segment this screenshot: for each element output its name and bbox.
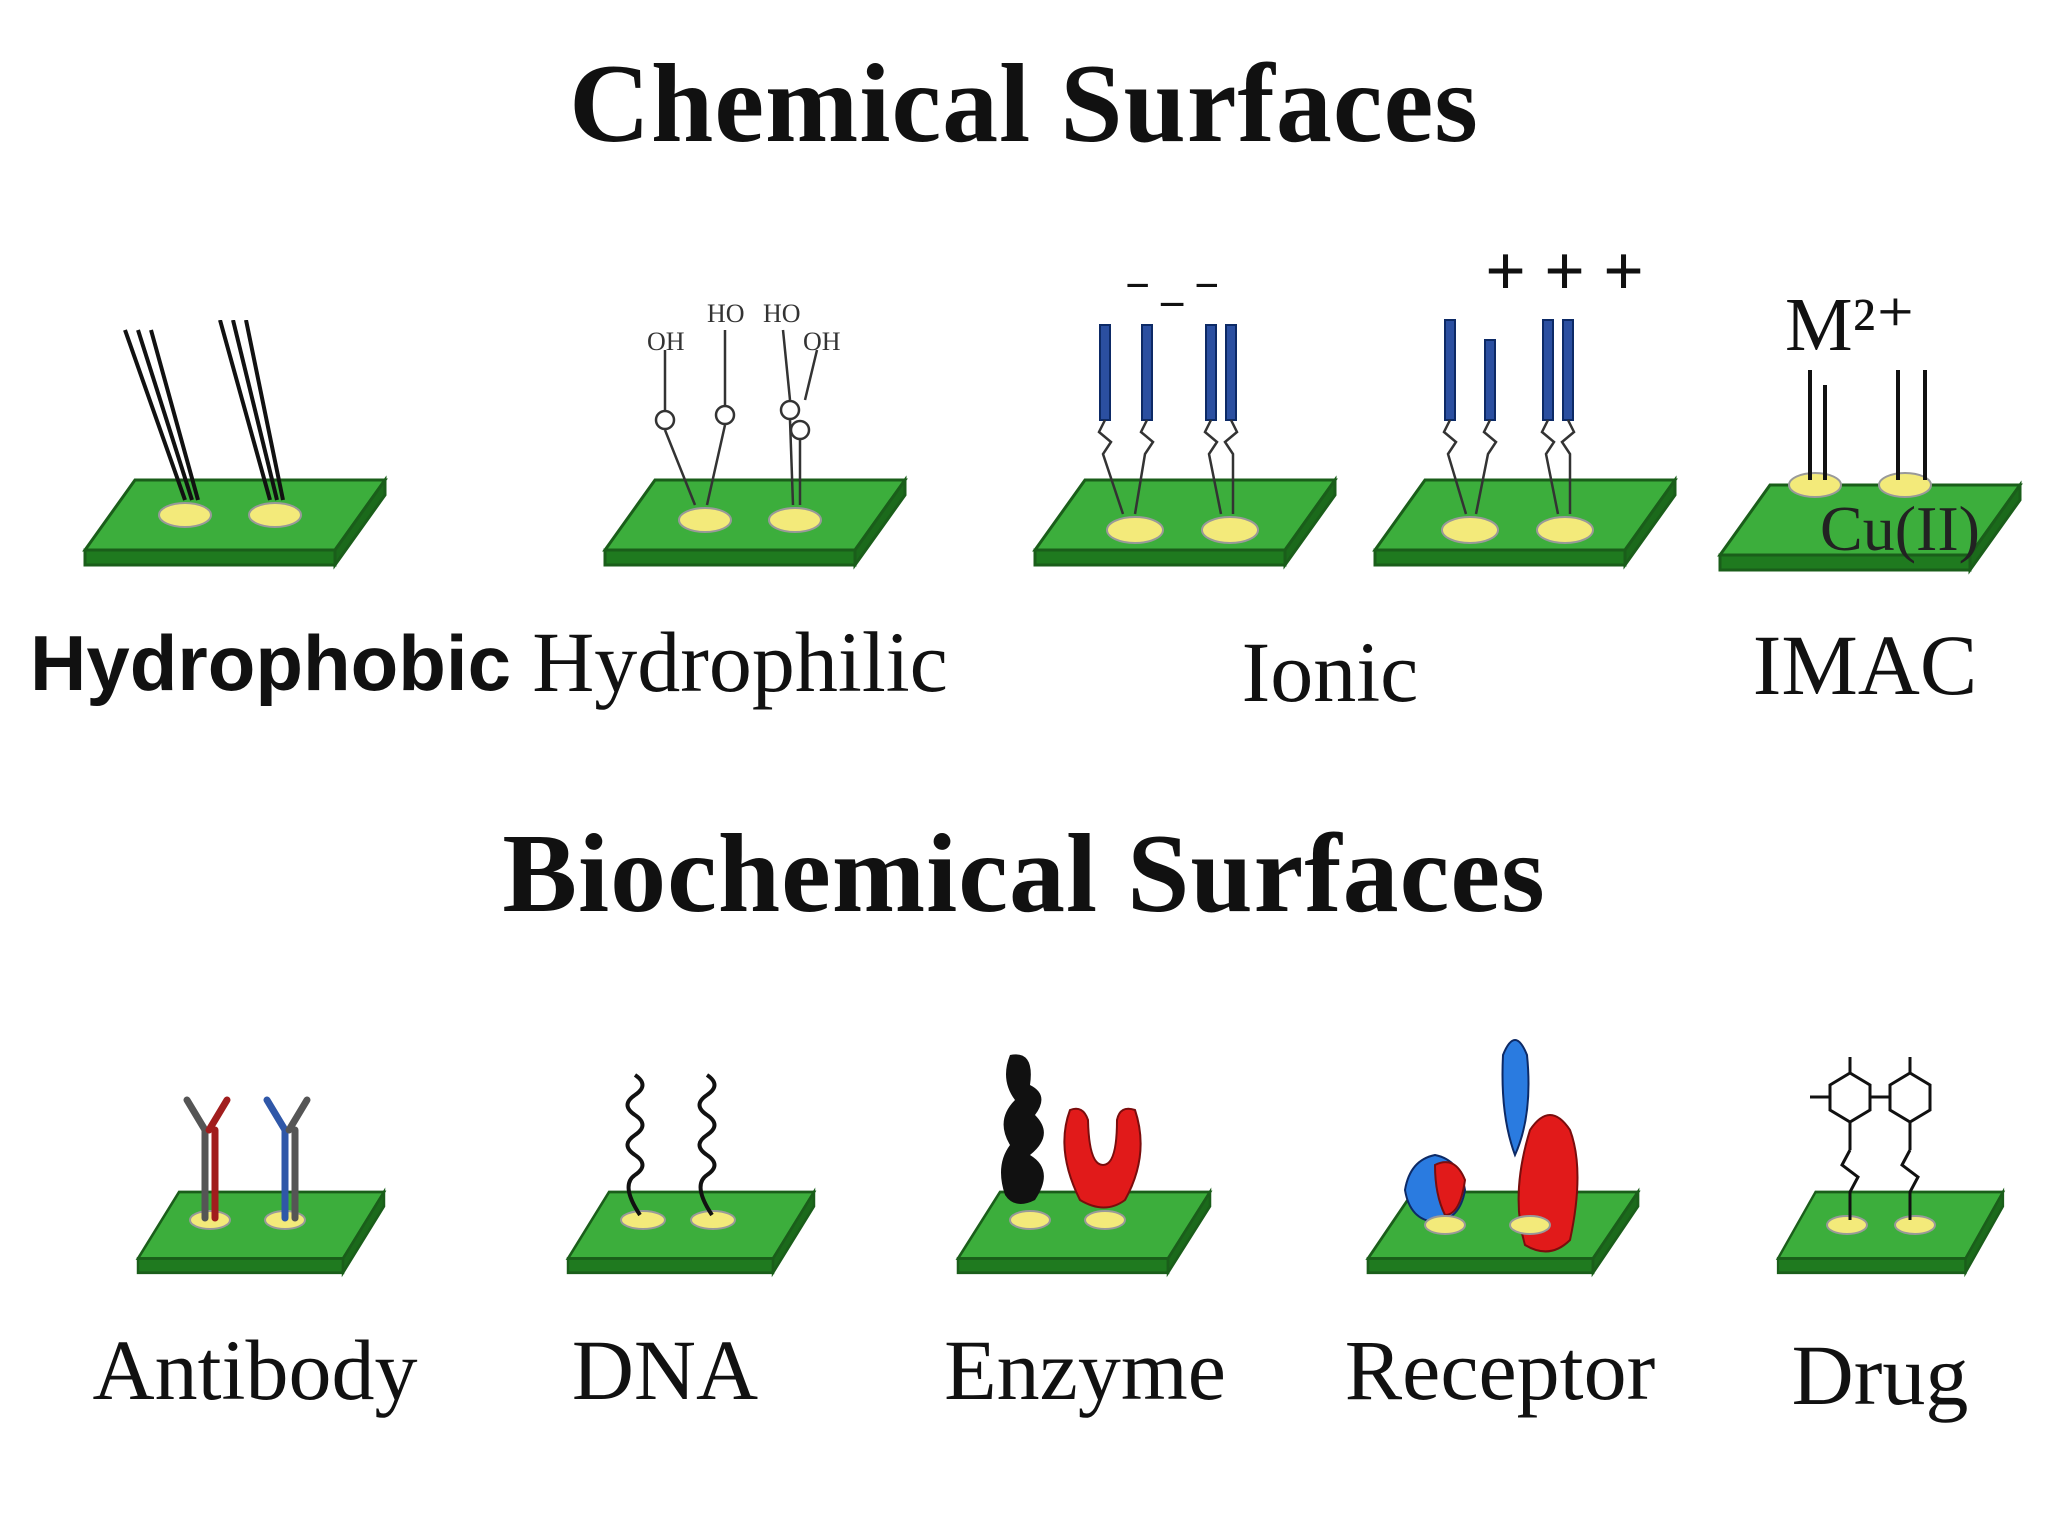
imac-label: IMAC [1752, 617, 1978, 713]
antibody-surface-icon [136, 1096, 386, 1275]
imac-metal: Cu(II) [1820, 493, 1980, 564]
hydrophilic-group-3: HO [763, 299, 801, 328]
ionic-negative-surface-icon: − _ − [1033, 261, 1337, 567]
imac-ion: M²⁺ [1785, 283, 1915, 367]
hydrophobic-label: Hydrophobic [30, 619, 511, 707]
hydrophilic-group-1: OH [647, 327, 685, 356]
chemical-surfaces-title: Chemical Surfaces [569, 42, 1479, 166]
hydrophilic-group-2: HO [707, 299, 745, 328]
dna-label: DNA [571, 1322, 759, 1418]
hydrophobic-surface-icon [83, 320, 387, 567]
biochemical-surfaces-title: Biochemical Surfaces [502, 812, 1546, 936]
imac-surface-icon: M²⁺ Cu(II) [1718, 283, 2022, 572]
hydrophilic-label: Hydrophilic [532, 614, 948, 710]
receptor-surface-icon [1366, 1039, 1640, 1275]
antibody-label: Antibody [92, 1322, 418, 1418]
receptor-label: Receptor [1344, 1322, 1656, 1418]
positive-charges: + + + [1485, 231, 1644, 311]
drug-surface-icon [1776, 1057, 2005, 1275]
dna-surface-icon [566, 1073, 816, 1275]
enzyme-label: Enzyme [944, 1322, 1226, 1418]
negative-charges: − _ − [1125, 261, 1219, 310]
ionic-label: Ionic [1241, 624, 1419, 720]
hydrophilic-group-4: OH [803, 327, 841, 356]
drug-label: Drug [1791, 1327, 1969, 1423]
hydrophilic-surface-icon: OH HO HO OH [603, 299, 907, 567]
enzyme-surface-icon [956, 1054, 1212, 1275]
ionic-positive-surface-icon: + + + [1373, 231, 1677, 567]
